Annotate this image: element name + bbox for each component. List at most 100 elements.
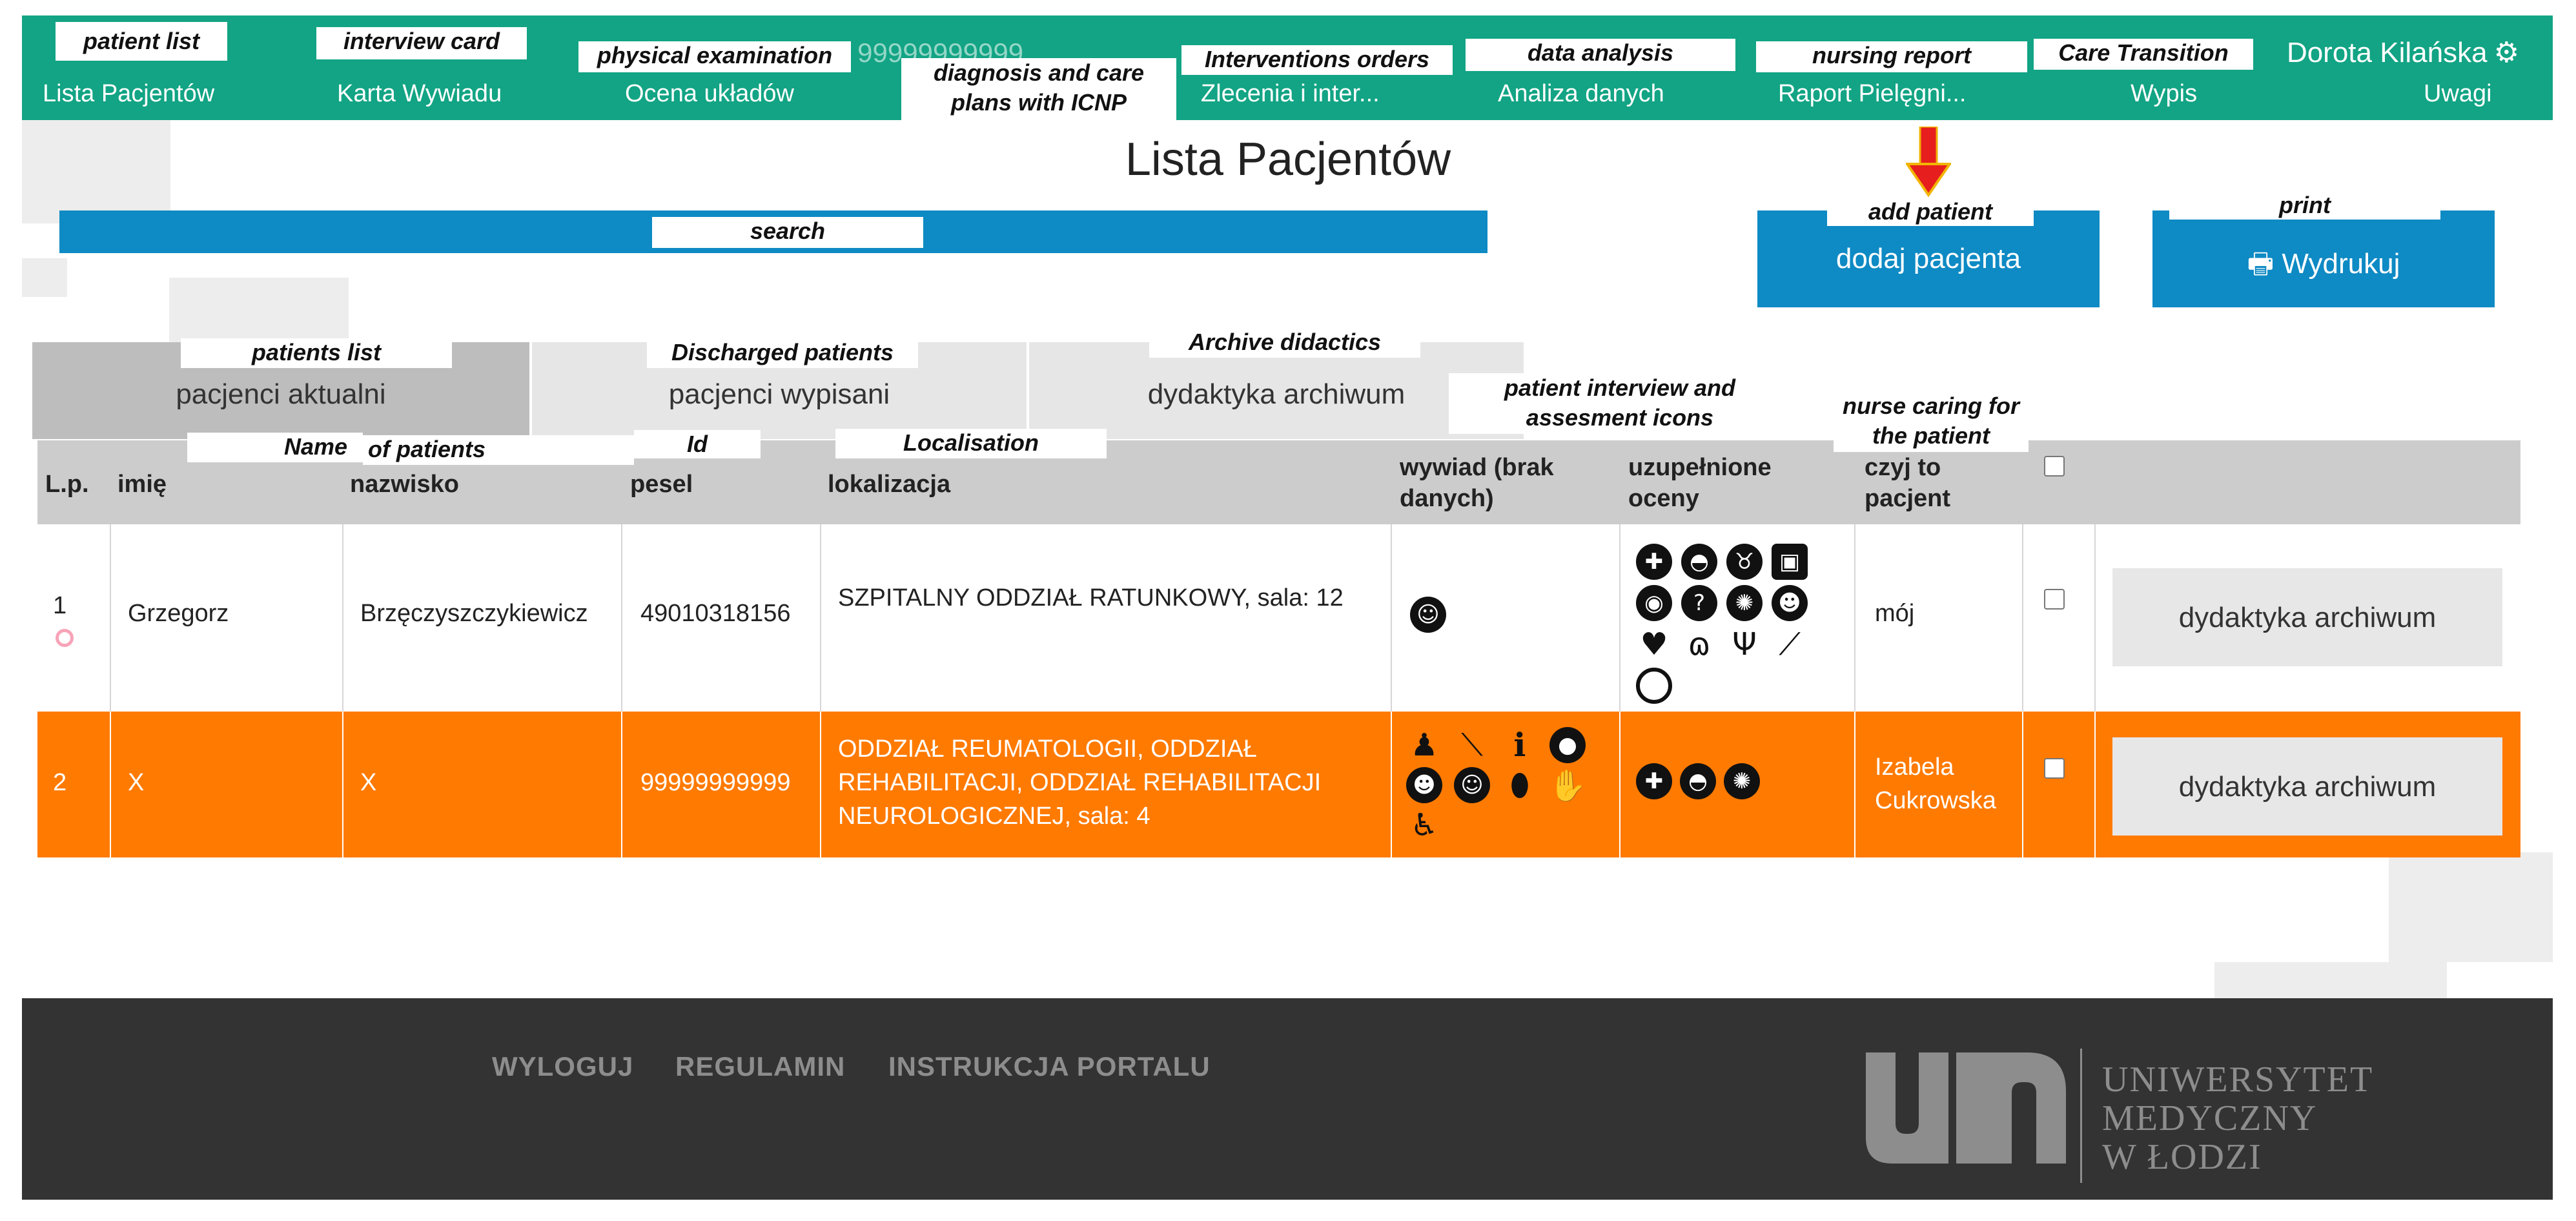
user-name: Dorota Kilańska	[2286, 37, 2488, 68]
status-dot-icon	[56, 629, 74, 647]
user-menu[interactable]: Dorota Kilańska⚙	[2287, 36, 2519, 69]
page-title: Lista Pacjentów	[1125, 134, 1451, 185]
terms-link[interactable]: REGULAMIN	[675, 1051, 846, 1082]
hand-icon[interactable]: ✋	[1548, 767, 1587, 804]
table-row[interactable]: 1 Grzegorz Brzęczyszczykiewicz 490103181…	[37, 524, 2520, 713]
patient-location: SZPITALNY ODDZIAŁ RATUNKOWY, sala: 12	[838, 584, 1344, 611]
logo-separator	[2080, 1049, 2082, 1183]
annotation-add-patient: add patient	[1827, 198, 2034, 226]
tab-archive-didactics[interactable]: dydaktyka archiwum	[1029, 342, 1524, 439]
col-header-owner: czyj to pacjent	[1865, 454, 1951, 512]
smile-icon[interactable]: ☻	[1772, 585, 1808, 621]
nav-data-analysis[interactable]: Analiza danych	[1498, 80, 1664, 107]
bone-icon[interactable]: ⟋	[1779, 626, 1801, 662]
add-patient-button[interactable]: dodaj pacjenta	[1757, 210, 2100, 307]
eye-icon[interactable]: ◉	[1636, 585, 1672, 621]
nav-system-assessment[interactable]: Ocena układów	[625, 80, 794, 107]
red-arrow-icon	[1906, 127, 1951, 198]
bg-decoration	[22, 120, 170, 223]
bg-decoration	[2214, 962, 2447, 998]
gear-icon[interactable]: ⚙	[2493, 37, 2519, 68]
lungs-icon[interactable]: ɷ	[1688, 626, 1711, 662]
print-button-label: Wydrukuj	[2282, 248, 2400, 280]
select-all-checkbox[interactable]	[2044, 456, 2065, 477]
medical-cross-icon[interactable]: ✚	[1636, 763, 1672, 799]
annotation-interventions: Interventions orders	[1181, 45, 1453, 75]
university-name-line: W ŁODZI	[2102, 1137, 2262, 1177]
baby-icon[interactable]: ☺	[1410, 597, 1446, 633]
pill-icon[interactable]: ⬮	[1509, 766, 1530, 803]
sun-icon[interactable]: ✺	[1726, 585, 1763, 621]
patient-first-name: Grzegorz	[128, 600, 229, 627]
table-row[interactable]: 2 X X 99999999999 ODDZIAŁ REUMATOLOGII, …	[37, 712, 2520, 857]
family-icon[interactable]: ♟	[1410, 727, 1438, 763]
ear-icon[interactable]: ?	[1681, 585, 1717, 621]
university-name-line: MEDYCZNY	[2102, 1098, 2318, 1138]
annotation-patient-list: patient list	[56, 22, 227, 61]
bg-decoration	[2389, 852, 2553, 962]
logout-link[interactable]: WYLOGUJ	[492, 1051, 634, 1082]
col-header-lp: L.p.	[45, 471, 89, 498]
col-header-assessments: uzupełnione oceny	[1628, 454, 1772, 512]
row-number: 1	[53, 592, 67, 619]
nav-interview-card[interactable]: Karta Wywiadu	[337, 80, 502, 107]
nav-notes[interactable]: Uwagi	[2424, 80, 2492, 107]
head-icon[interactable]: ◓	[1681, 544, 1717, 580]
annotation-of-patients: of patients	[363, 435, 634, 465]
wheelchair-icon[interactable]: ♿	[1410, 807, 1438, 843]
syringe-icon[interactable]: ⟍	[1461, 726, 1483, 763]
person-icon[interactable]: ☻	[1406, 767, 1442, 803]
patient-location: ODDZIAŁ REUMATOLOGII, ODDZIAŁ REHABILITA…	[838, 735, 1322, 830]
heart-rate-icon[interactable]: ♥	[1640, 626, 1668, 662]
calendar-icon[interactable]: ▣	[1772, 544, 1808, 580]
annotation-id: Id	[634, 430, 761, 458]
col-header-first-name: imię	[118, 471, 167, 498]
col-header-interview: wywiad (brak danych)	[1400, 454, 1554, 512]
col-header-pesel: pesel	[630, 471, 693, 498]
annotation-nurse-caring: nurse caring for the patient	[1834, 391, 2029, 452]
patient-pesel: 49010318156	[640, 600, 791, 627]
col-header-last-name: nazwisko	[350, 471, 459, 498]
annotation-physical-examination: physical examination	[578, 41, 851, 72]
annotation-discharged: Discharged patients	[647, 338, 918, 368]
bg-decoration	[22, 258, 67, 297]
print-button[interactable]: 🖶 Wydrukuj	[2152, 210, 2495, 307]
annotation-archive-didactics: Archive didactics	[1149, 328, 1420, 358]
annotation-print: print	[2169, 191, 2440, 220]
baby-icon[interactable]: ☺	[1454, 767, 1490, 803]
archive-didactics-button[interactable]: dydaktyka archiwum	[2112, 737, 2502, 836]
annotation-nursing-report: nursing report	[1756, 41, 2027, 72]
annotation-patients-list: patients list	[181, 338, 452, 368]
nav-discharge[interactable]: Wypis	[2131, 80, 2198, 107]
patient-owner: Izabela Cukrowska	[1875, 754, 1996, 814]
row-checkbox[interactable]	[2044, 758, 2065, 779]
nav-nursing-report[interactable]: Raport Pielęgni...	[1778, 80, 1967, 107]
row-number: 2	[53, 769, 67, 796]
col-header-location: lokalizacja	[828, 471, 951, 498]
archive-didactics-button[interactable]: dydaktyka archiwum	[2112, 568, 2502, 666]
patient-pesel: 99999999999	[640, 769, 791, 796]
nav-orders-interventions[interactable]: Zlecenia i inter...	[1201, 80, 1380, 107]
patient-last-name: X	[360, 769, 377, 796]
circle-icon[interactable]	[1636, 668, 1672, 704]
stethoscope-icon[interactable]: ♉	[1726, 544, 1763, 580]
drop-icon[interactable]: ●	[1549, 727, 1586, 763]
uterus-icon[interactable]: Ψ	[1732, 626, 1757, 662]
portal-instructions-link[interactable]: INSTRUKCJA PORTALU	[888, 1051, 1211, 1082]
patient-first-name: X	[128, 769, 145, 796]
info-icon[interactable]: ℹ	[1513, 726, 1526, 764]
nav-patient-list[interactable]: Lista Pacjentów	[43, 80, 215, 107]
head-icon[interactable]: ◓	[1680, 763, 1716, 799]
footer: WYLOGUJ REGULAMIN INSTRUKCJA PORTALU um …	[22, 998, 2553, 1200]
patient-owner: mój	[1875, 600, 1915, 627]
printer-icon: 🖶	[2247, 247, 2274, 280]
row-checkbox[interactable]	[2044, 589, 2065, 610]
medical-cross-icon[interactable]: ✚	[1636, 544, 1672, 580]
sun-icon[interactable]: ✺	[1724, 763, 1760, 799]
patient-last-name: Brzęczyszczykiewicz	[360, 600, 588, 627]
annotation-data-analysis: data analysis	[1466, 39, 1735, 71]
annotation-diagnosis: diagnosis and care plans with ICNP	[901, 58, 1176, 120]
annotation-interview-card: interview card	[316, 27, 527, 59]
bg-decoration	[169, 278, 349, 349]
annotation-localisation: Localisation	[835, 429, 1107, 458]
